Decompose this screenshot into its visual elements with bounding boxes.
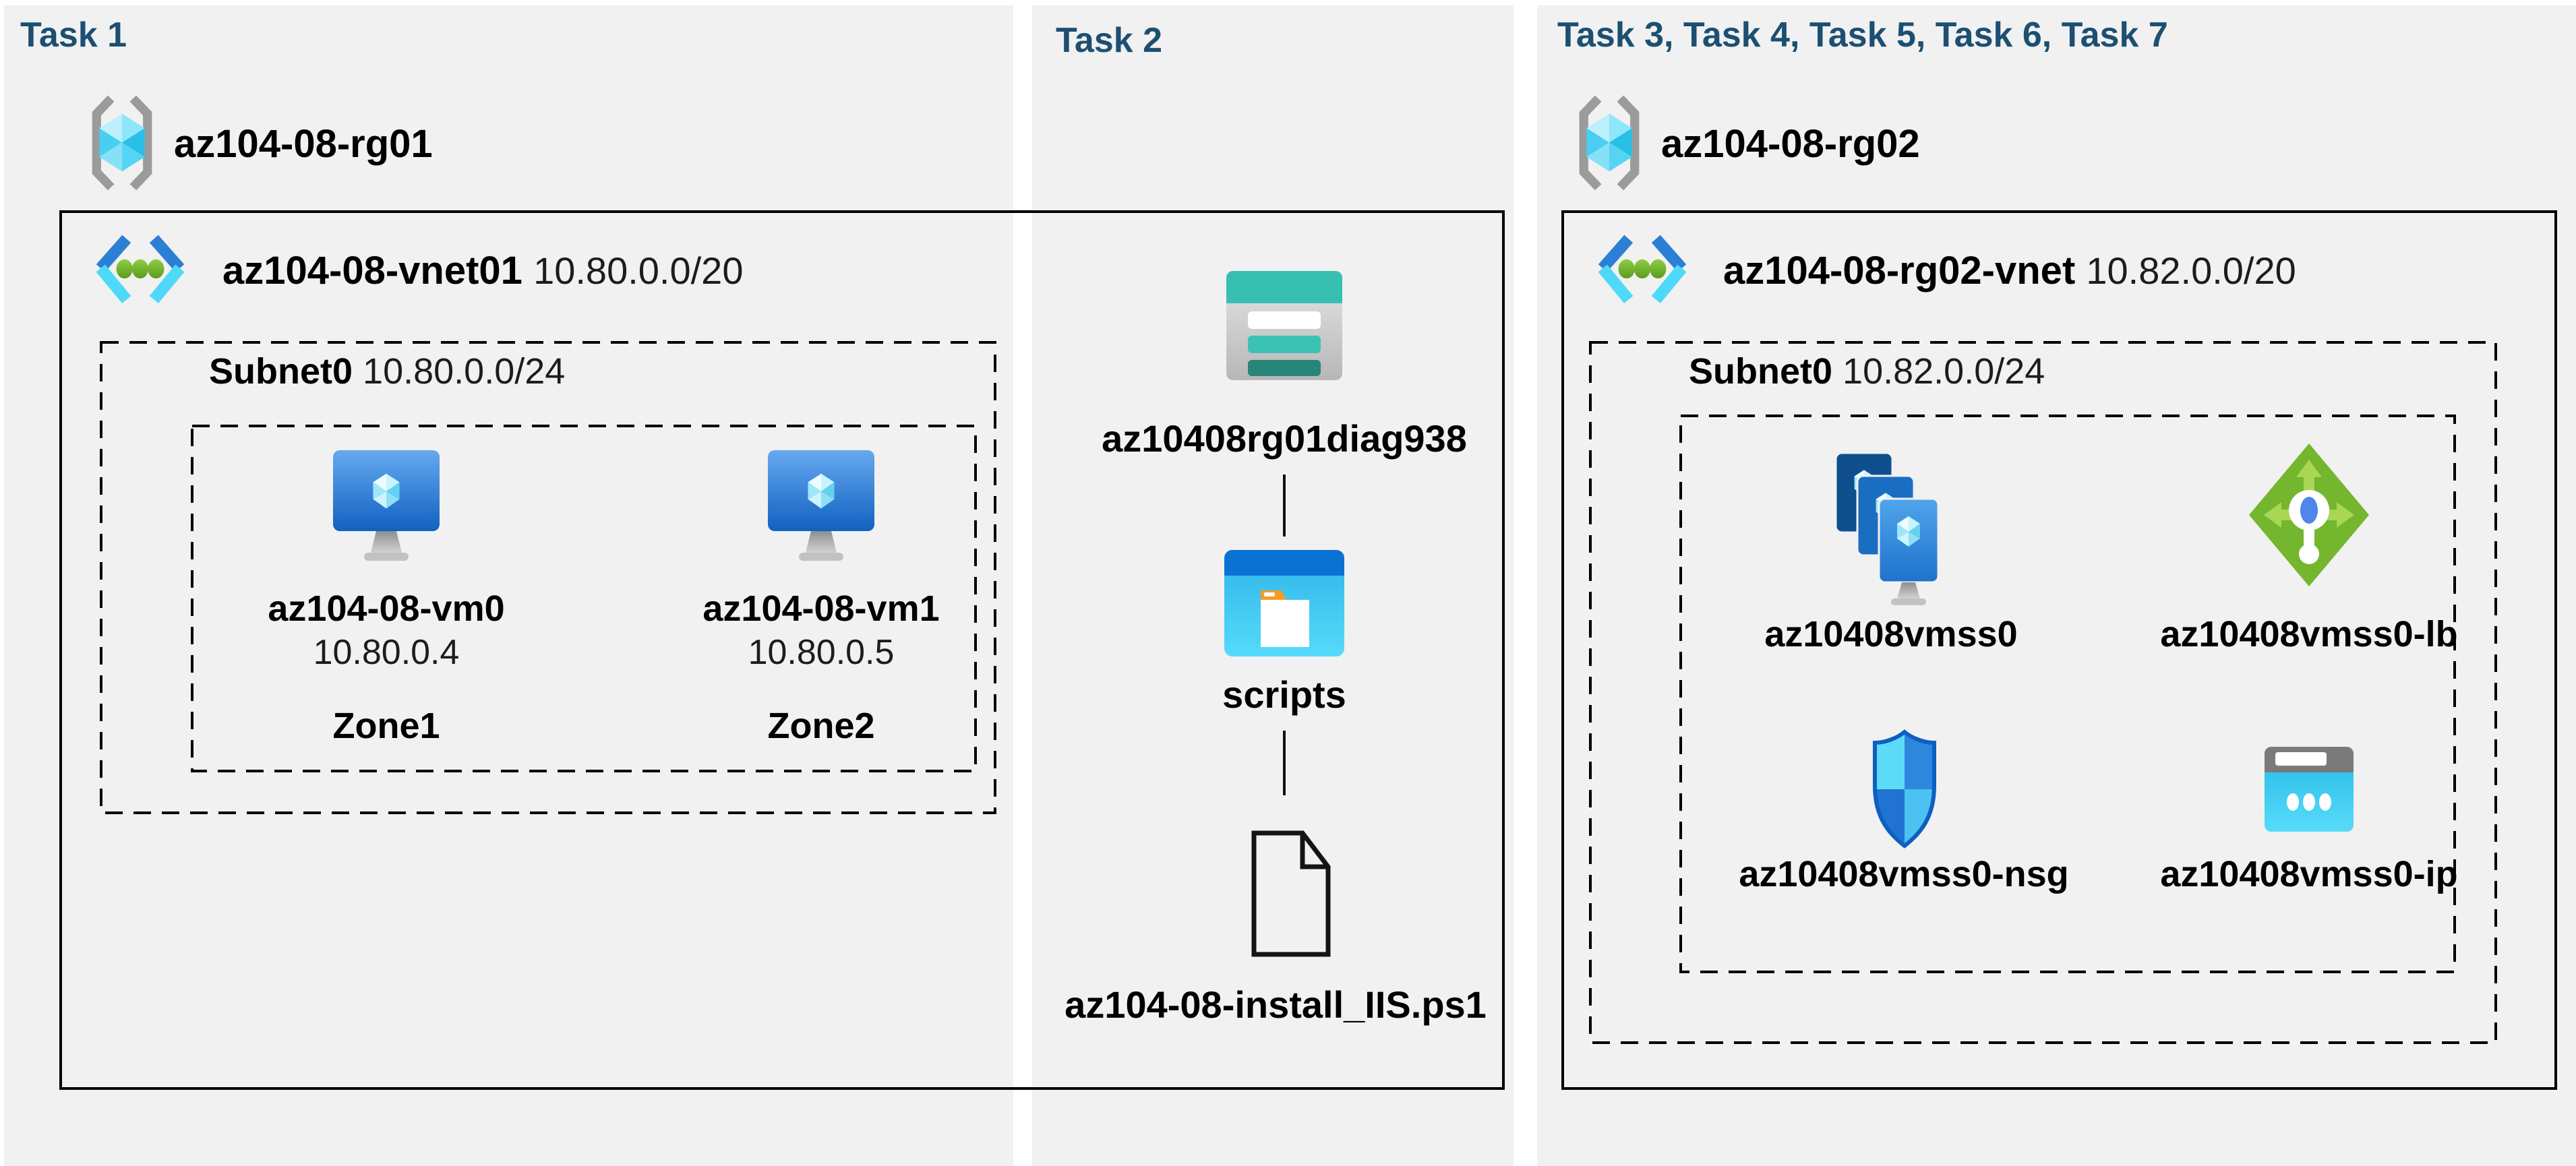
blob-container-icon bbox=[1224, 550, 1344, 656]
public-ip-icon bbox=[2265, 747, 2354, 832]
vnet01-boundary bbox=[59, 210, 1505, 1090]
vnet-cidr: 10.82.0.0/20 bbox=[2086, 249, 2296, 292]
vm1-ip: 10.80.0.5 bbox=[748, 633, 895, 672]
subnet-name: Subnet0 bbox=[209, 351, 353, 392]
storage-account-name: az10408rg01diag938 bbox=[1102, 417, 1467, 460]
task3-7-title: Task 3, Task 4, Task 5, Task 6, Task 7 bbox=[1557, 16, 2168, 55]
vnet-name: az104-08-vnet01 bbox=[222, 249, 522, 293]
subnet-label: Subnet0 10.82.0.0/24 bbox=[1689, 350, 2045, 392]
connector-storage-scripts bbox=[1283, 474, 1286, 536]
vm0-zone: Zone1 bbox=[332, 706, 440, 746]
task1-title: Task 1 bbox=[20, 16, 127, 55]
nsg-icon bbox=[1873, 729, 1936, 849]
vm-icon bbox=[333, 450, 440, 561]
resource-group-icon bbox=[1579, 95, 1640, 191]
subnet-cidr: 10.82.0.0/24 bbox=[1843, 351, 2045, 392]
vnet-name: az104-08-rg02-vnet bbox=[1723, 249, 2076, 293]
subnet-cidr: 10.80.0.0/24 bbox=[363, 351, 566, 392]
vm1-name: az104-08-vm1 bbox=[702, 588, 940, 629]
resource-group-icon bbox=[92, 95, 152, 191]
vm0-ip: 10.80.0.4 bbox=[313, 633, 460, 672]
resource-group-name: az104-08-rg02 bbox=[1661, 122, 1920, 166]
vm-icon bbox=[768, 450, 874, 561]
task2-title: Task 2 bbox=[1056, 21, 1163, 60]
vnet-cidr: 10.80.0.0/20 bbox=[533, 249, 744, 292]
nsg-name: az10408vmss0-nsg bbox=[1739, 854, 2069, 894]
connector-scripts-file bbox=[1283, 731, 1286, 795]
vm1-zone: Zone2 bbox=[767, 706, 875, 746]
vnet-icon bbox=[1598, 235, 1687, 304]
vm0-name: az104-08-vm0 bbox=[268, 588, 505, 629]
vnet-label: az104-08-rg02-vnet 10.82.0.0/20 bbox=[1723, 248, 2296, 293]
vmss-group-boundary bbox=[1679, 415, 2456, 973]
storage-account-icon bbox=[1226, 271, 1342, 380]
vmss-icon bbox=[1834, 452, 1940, 605]
subnet-name: Subnet0 bbox=[1689, 351, 1833, 392]
load-balancer-icon bbox=[2249, 443, 2369, 586]
vnet-icon bbox=[96, 235, 185, 304]
subnet0-boundary bbox=[1589, 341, 2497, 1044]
file-icon bbox=[1251, 830, 1331, 957]
task1-panel bbox=[4, 5, 1013, 1166]
vmss-name: az10408vmss0 bbox=[1764, 614, 2018, 654]
subnet-label: Subnet0 10.80.0.0/24 bbox=[209, 350, 565, 392]
rg02-vnet-boundary bbox=[1561, 210, 2557, 1090]
subnet0-boundary bbox=[100, 341, 996, 814]
load-balancer-name: az10408vmss0-lb bbox=[2160, 614, 2458, 654]
public-ip-name: az10408vmss0-ip bbox=[2160, 854, 2458, 894]
script-file-name: az104-08-install_IIS.ps1 bbox=[1065, 983, 1487, 1026]
resource-group-name: az104-08-rg01 bbox=[174, 122, 433, 166]
vnet-label: az104-08-vnet01 10.80.0.0/20 bbox=[222, 248, 743, 293]
vm-group-boundary bbox=[191, 425, 977, 772]
container-name: scripts bbox=[1222, 673, 1346, 716]
